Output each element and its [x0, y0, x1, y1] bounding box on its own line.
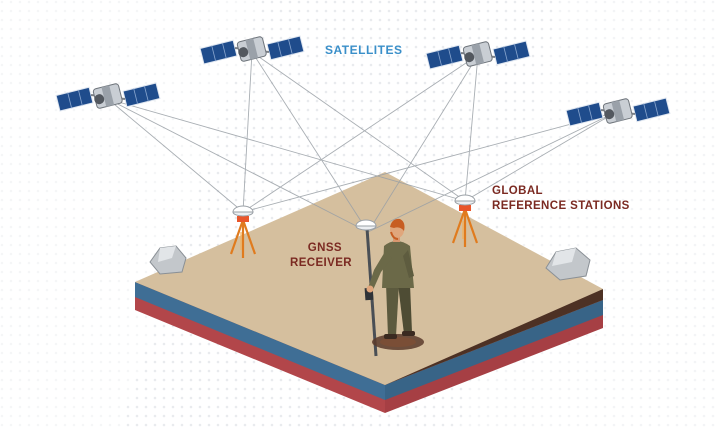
satellites-label: SATELLITES — [325, 43, 402, 57]
reference-stations-label-line1: GLOBAL — [492, 185, 543, 197]
reference-stations-label-line2: REFERENCE STATIONS — [492, 200, 630, 212]
rock-icon — [149, 245, 187, 275]
gnss-receiver-label-line1: GNSS — [308, 242, 342, 254]
signal-lines — [107, 51, 617, 233]
ground-block — [135, 172, 603, 413]
rock-icon — [545, 247, 591, 281]
surveyor-figure — [366, 218, 424, 350]
gnss-receiver-label-line2: RECEIVER — [290, 257, 352, 269]
